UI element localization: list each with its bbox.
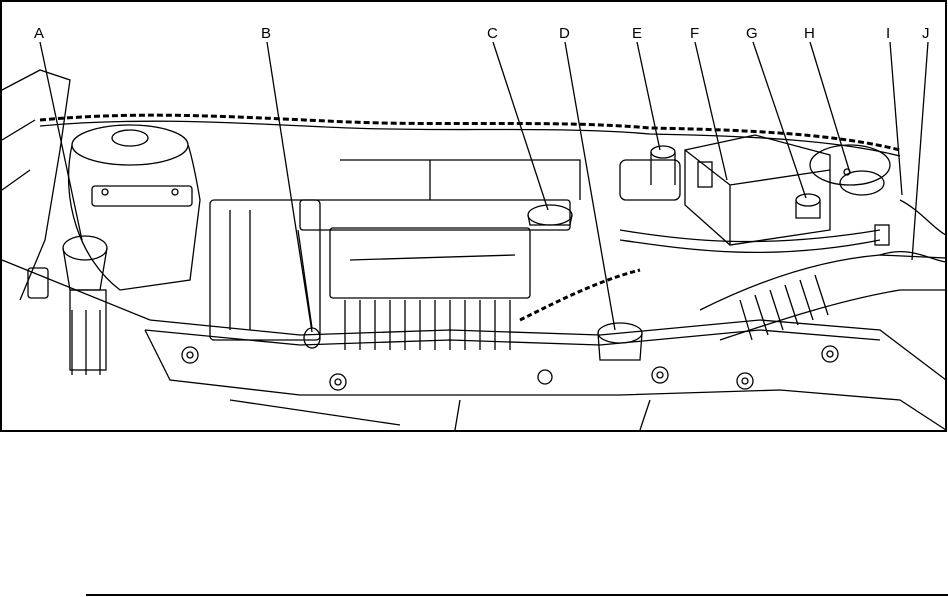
callout-label-g: G: [746, 25, 758, 42]
callout-label-b: B: [261, 25, 271, 42]
callout-label-h: H: [804, 25, 815, 42]
bottom-rule: [86, 594, 948, 596]
callout-label-i: I: [886, 25, 890, 42]
diagram-frame: [1, 1, 946, 431]
callout-label-d: D: [559, 25, 570, 42]
callout-label-a: A: [34, 25, 44, 42]
callout-label-f: F: [690, 25, 699, 42]
callout-label-j: J: [922, 25, 930, 42]
callout-label-e: E: [632, 25, 642, 42]
callout-label-c: C: [487, 25, 498, 42]
